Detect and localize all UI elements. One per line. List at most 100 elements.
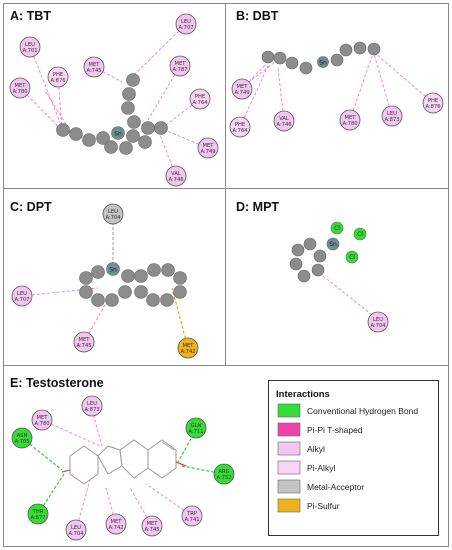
panel-a-tin-label: Sn <box>114 131 122 138</box>
panel-d-ligand <box>289 221 367 283</box>
legend-label: Pi-Sulfur <box>307 501 340 511</box>
residue-id: A:764 <box>232 128 248 134</box>
residue-name: GLN <box>191 423 202 429</box>
residue-bubble <box>181 505 203 527</box>
panel-e-interaction-lines <box>41 409 193 531</box>
residue-bubble <box>9 77 31 99</box>
residue-name: PHE <box>53 72 63 78</box>
legend-swatch <box>277 441 301 456</box>
panel-b-title: B: DBT <box>236 9 279 23</box>
legend-swatch <box>277 498 301 513</box>
residue-id: A:877 <box>30 515 45 521</box>
residue-name: MET <box>147 521 159 527</box>
panel-a-diagram: Sn <box>19 23 209 177</box>
residue-id: A:876 <box>50 78 65 84</box>
residue-bubble <box>229 116 251 138</box>
residue-name: LEU <box>17 291 27 297</box>
residue-bubble <box>339 109 361 131</box>
panel-a-tin-atom <box>111 126 125 140</box>
panel-e-steroid <box>61 439 187 485</box>
residue-bubble <box>169 55 191 77</box>
panel-c-interaction-lines <box>21 287 111 343</box>
panel-d-cl-label: Cl <box>357 231 363 238</box>
residue-bubble <box>422 92 444 114</box>
residue-layer: LEUA:701META:745LEUA:707META:787PHEA:876… <box>9 13 444 541</box>
residue-id: A:876 <box>425 104 440 110</box>
residue-id: A:704 <box>68 531 84 537</box>
residue-name: VAL <box>171 171 181 177</box>
residue-id: A:701 <box>22 48 37 54</box>
legend-label: Conventional Hydrogen Bond <box>307 406 418 416</box>
residue-id: A:787 <box>172 67 187 73</box>
panel-d-cl-label: Cl <box>334 225 340 232</box>
legend-label: Pi-Pi T-shaped <box>307 425 363 435</box>
residue-bubble <box>197 137 219 159</box>
residue-id: A:704 <box>105 215 121 221</box>
residue-id: A:746 <box>168 177 183 183</box>
residue-name: PHE <box>235 122 245 128</box>
panel-b-tin-label: Sn <box>319 60 327 67</box>
residue-bubble <box>81 395 103 417</box>
residue-id: A:780 <box>34 421 49 427</box>
panel-d-cl-atom <box>345 250 359 264</box>
residue-name: MET <box>345 115 357 121</box>
residue-name: MET <box>175 61 187 67</box>
panel-d-diagram: Sn Cl Cl Cl <box>289 221 377 319</box>
panel-a-interaction-lines <box>19 23 209 177</box>
residue-id: A:780 <box>342 121 357 127</box>
panel-d-tin-label: Sn <box>329 241 337 248</box>
panel-e-title: E: Testosterone <box>10 376 104 390</box>
residue-bubble <box>189 88 211 110</box>
residue-id: A:742 <box>108 525 123 531</box>
residue-id: A:873 <box>84 407 99 413</box>
residue-bubble <box>177 337 199 359</box>
residue-bubble <box>367 311 389 333</box>
residue-name: LEU <box>87 401 97 407</box>
residue-name: PHE <box>195 94 205 100</box>
legend-title: Interactions <box>276 389 330 400</box>
residue-bubble <box>105 513 127 535</box>
panel-d-title: D: MPT <box>236 200 279 214</box>
legend-label: Alkyl <box>307 444 325 454</box>
residue-id: A:764 <box>192 100 208 106</box>
residue-name: MET <box>203 143 215 149</box>
residue-name: LEU <box>181 19 191 25</box>
residue-id: A:704 <box>370 323 386 329</box>
panel-c-ligand <box>79 262 187 307</box>
residue-id: A:745 <box>144 527 159 533</box>
residue-bubble <box>381 105 403 127</box>
panel-d-cl-atom <box>330 221 344 235</box>
panel-d-cl-label: Cl <box>349 254 355 261</box>
residue-name: MET <box>89 62 101 68</box>
residue-name: ASN <box>17 433 28 439</box>
legend-swatch <box>277 460 301 475</box>
panel-a-title: A: TBT <box>10 9 51 23</box>
panel-d-interaction-line <box>317 271 377 319</box>
residue-name: MET <box>183 343 195 349</box>
residue-bubble <box>11 427 33 449</box>
panel-b-frame <box>225 3 449 189</box>
residue-name: VAL <box>279 116 289 122</box>
residue-id: A:741 <box>184 517 199 523</box>
